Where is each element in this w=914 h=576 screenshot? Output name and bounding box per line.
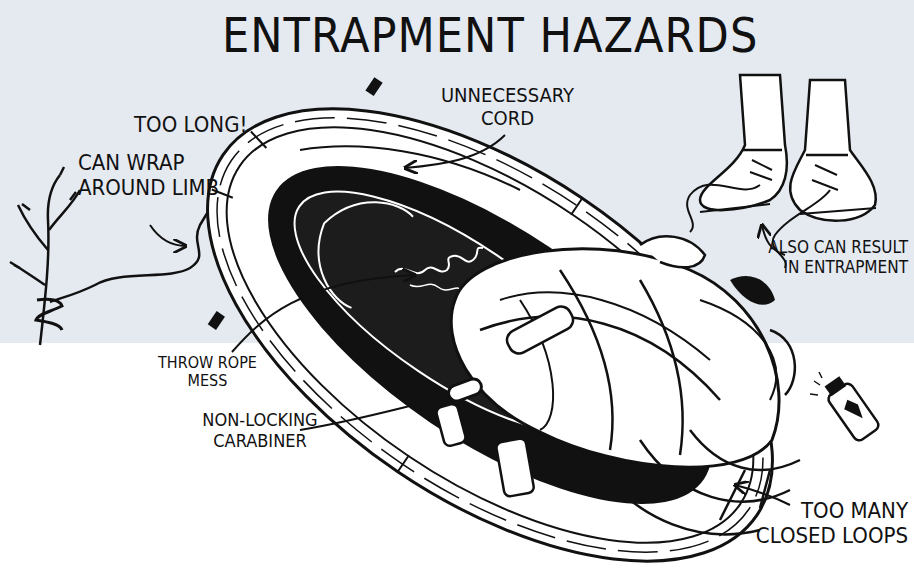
callout-label: TOO LONG! bbox=[134, 112, 264, 137]
motion-marks bbox=[810, 372, 822, 395]
leader-line bbox=[232, 135, 790, 505]
callout-label: TOO MANY CLOSED LOOPS bbox=[740, 498, 908, 549]
throw-rope-mess bbox=[395, 248, 483, 273]
water-bottle bbox=[496, 438, 535, 497]
dry-bag-pack bbox=[451, 236, 779, 467]
callout-label: ALSO CAN RESULT IN ENTRAPMENT bbox=[768, 238, 908, 277]
throw-rope-mess bbox=[410, 284, 464, 291]
loose-bottle bbox=[820, 373, 880, 442]
callout-label: CAN WRAP AROUND LIMB bbox=[78, 150, 228, 201]
tree-branch bbox=[10, 167, 80, 345]
closed-loops bbox=[600, 330, 800, 534]
diagram-title: ENTRAPMENT HAZARDS bbox=[222, 8, 758, 63]
leader-line bbox=[150, 225, 186, 246]
carabiner bbox=[435, 377, 484, 447]
callout-label: THROW ROPE MESS bbox=[150, 354, 265, 391]
callout-label: NON-LOCKING CARABINER bbox=[180, 410, 340, 451]
callout-label: UNNECESSARY CORD bbox=[420, 84, 595, 130]
packraft bbox=[131, 18, 849, 576]
